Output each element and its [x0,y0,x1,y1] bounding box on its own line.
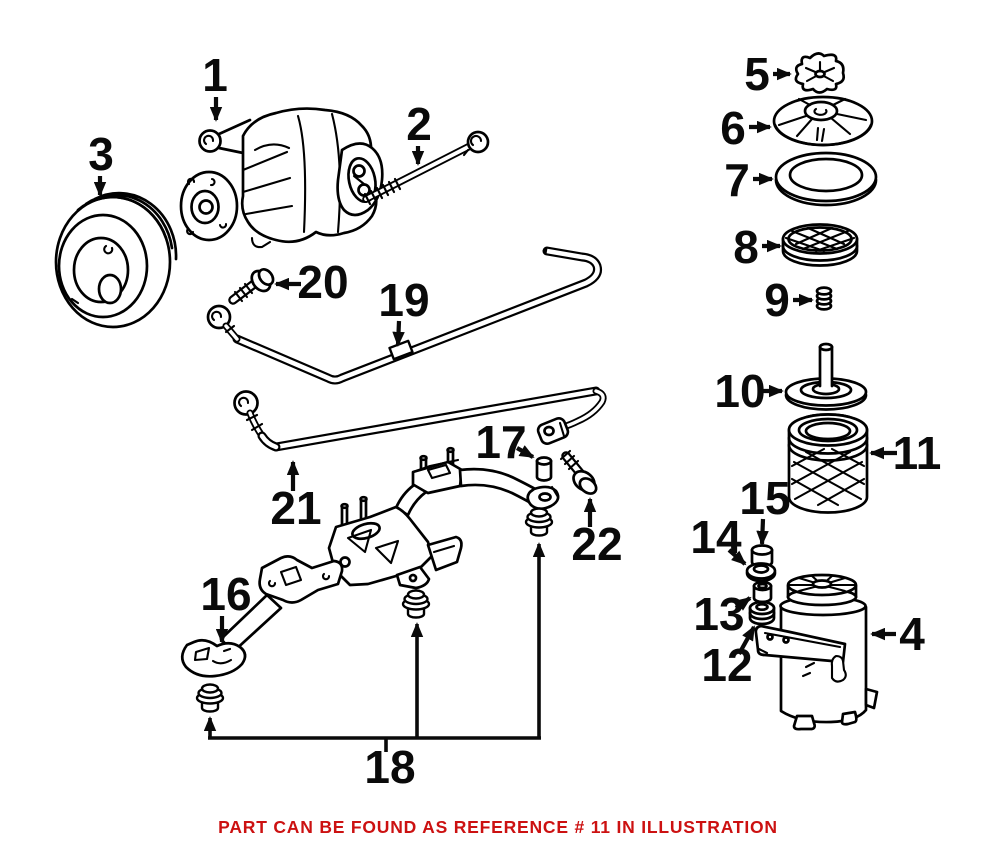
callout-label-7: 7 [724,154,750,206]
callout-arrow [515,445,535,459]
callout-17: 17 [475,416,535,468]
callout-label-20: 20 [297,256,348,308]
callout-6: 6 [720,102,772,154]
callout-14: 14 [690,511,747,566]
bushing-17-illustration [535,456,553,482]
retainer-10-illustration [784,342,868,411]
callout-10: 10 [714,365,784,417]
bushing-12-illustration [748,600,776,626]
reservoir-4-illustration [754,573,879,731]
callout-label-12: 12 [701,639,752,691]
callout-22: 22 [571,497,623,570]
footer-reference-note: PART CAN BE FOUND AS REFERENCE # 11 IN I… [218,817,778,837]
bushing-15-illustration [750,544,774,568]
bolt-20-illustration [228,268,275,305]
washer-14-illustration [745,562,777,583]
callout-label-6: 6 [720,102,746,154]
callout-label-21: 21 [270,482,321,534]
callout-20: 20 [274,256,349,308]
callout-label-22: 22 [571,518,622,570]
callout-label-19: 19 [378,274,429,326]
reservoir-cap-illustration [794,52,846,94]
callout-5: 5 [744,48,792,100]
callout-19: 19 [378,274,430,347]
callout-13: 13 [693,588,752,640]
callout-label-2: 2 [406,98,432,150]
callout-label-14: 14 [690,511,742,563]
strainer-8-illustration [781,223,859,267]
seal-ring-7-illustration [774,151,878,207]
callout-16: 16 [200,568,252,644]
callout-label-15: 15 [739,472,790,524]
hose-19-illustration [206,246,602,385]
callout-label-13: 13 [693,588,744,640]
filter-11-illustration [787,413,869,514]
callout-label-18: 18 [364,741,415,793]
callout-label-5: 5 [744,48,770,100]
callout-3: 3 [88,128,114,197]
callout-arrow [727,548,747,566]
callout-label-9: 9 [764,274,790,326]
callout-21: 21 [270,460,322,534]
callout-12: 12 [701,625,756,691]
callout-8: 8 [733,221,782,273]
pump-illustration [179,107,384,249]
bracket-assembly-illustration [180,446,560,678]
spring-9-illustration [815,286,833,311]
callout-label-10: 10 [714,365,765,417]
callout-2: 2 [406,98,432,166]
callout-9: 9 [764,274,814,326]
callout-1: 1 [202,49,228,122]
cap-disc-6-illustration [772,95,874,147]
callout-11: 11 [869,427,942,479]
callout-label-11: 11 [893,427,942,479]
bolt-22-illustration [559,449,598,495]
callout-arrow [756,518,769,546]
callout-label-4: 4 [899,608,925,660]
stud-2-illustration [362,130,490,206]
callout-18: 18 [203,542,546,793]
callout-label-8: 8 [733,221,759,273]
callout-label-17: 17 [475,416,526,468]
callout-arrow [392,320,405,347]
callout-7: 7 [724,154,774,206]
callout-4: 4 [870,608,925,660]
hose-21-illustration [233,386,607,452]
pulley-illustration [54,191,178,329]
callout-15: 15 [739,472,791,546]
callout-label-1: 1 [202,49,228,101]
callout-arrow [734,596,752,611]
bushing-13-illustration [752,580,773,604]
callout-label-16: 16 [200,568,251,620]
callout-label-3: 3 [88,128,114,180]
callout-arrow [737,625,756,656]
